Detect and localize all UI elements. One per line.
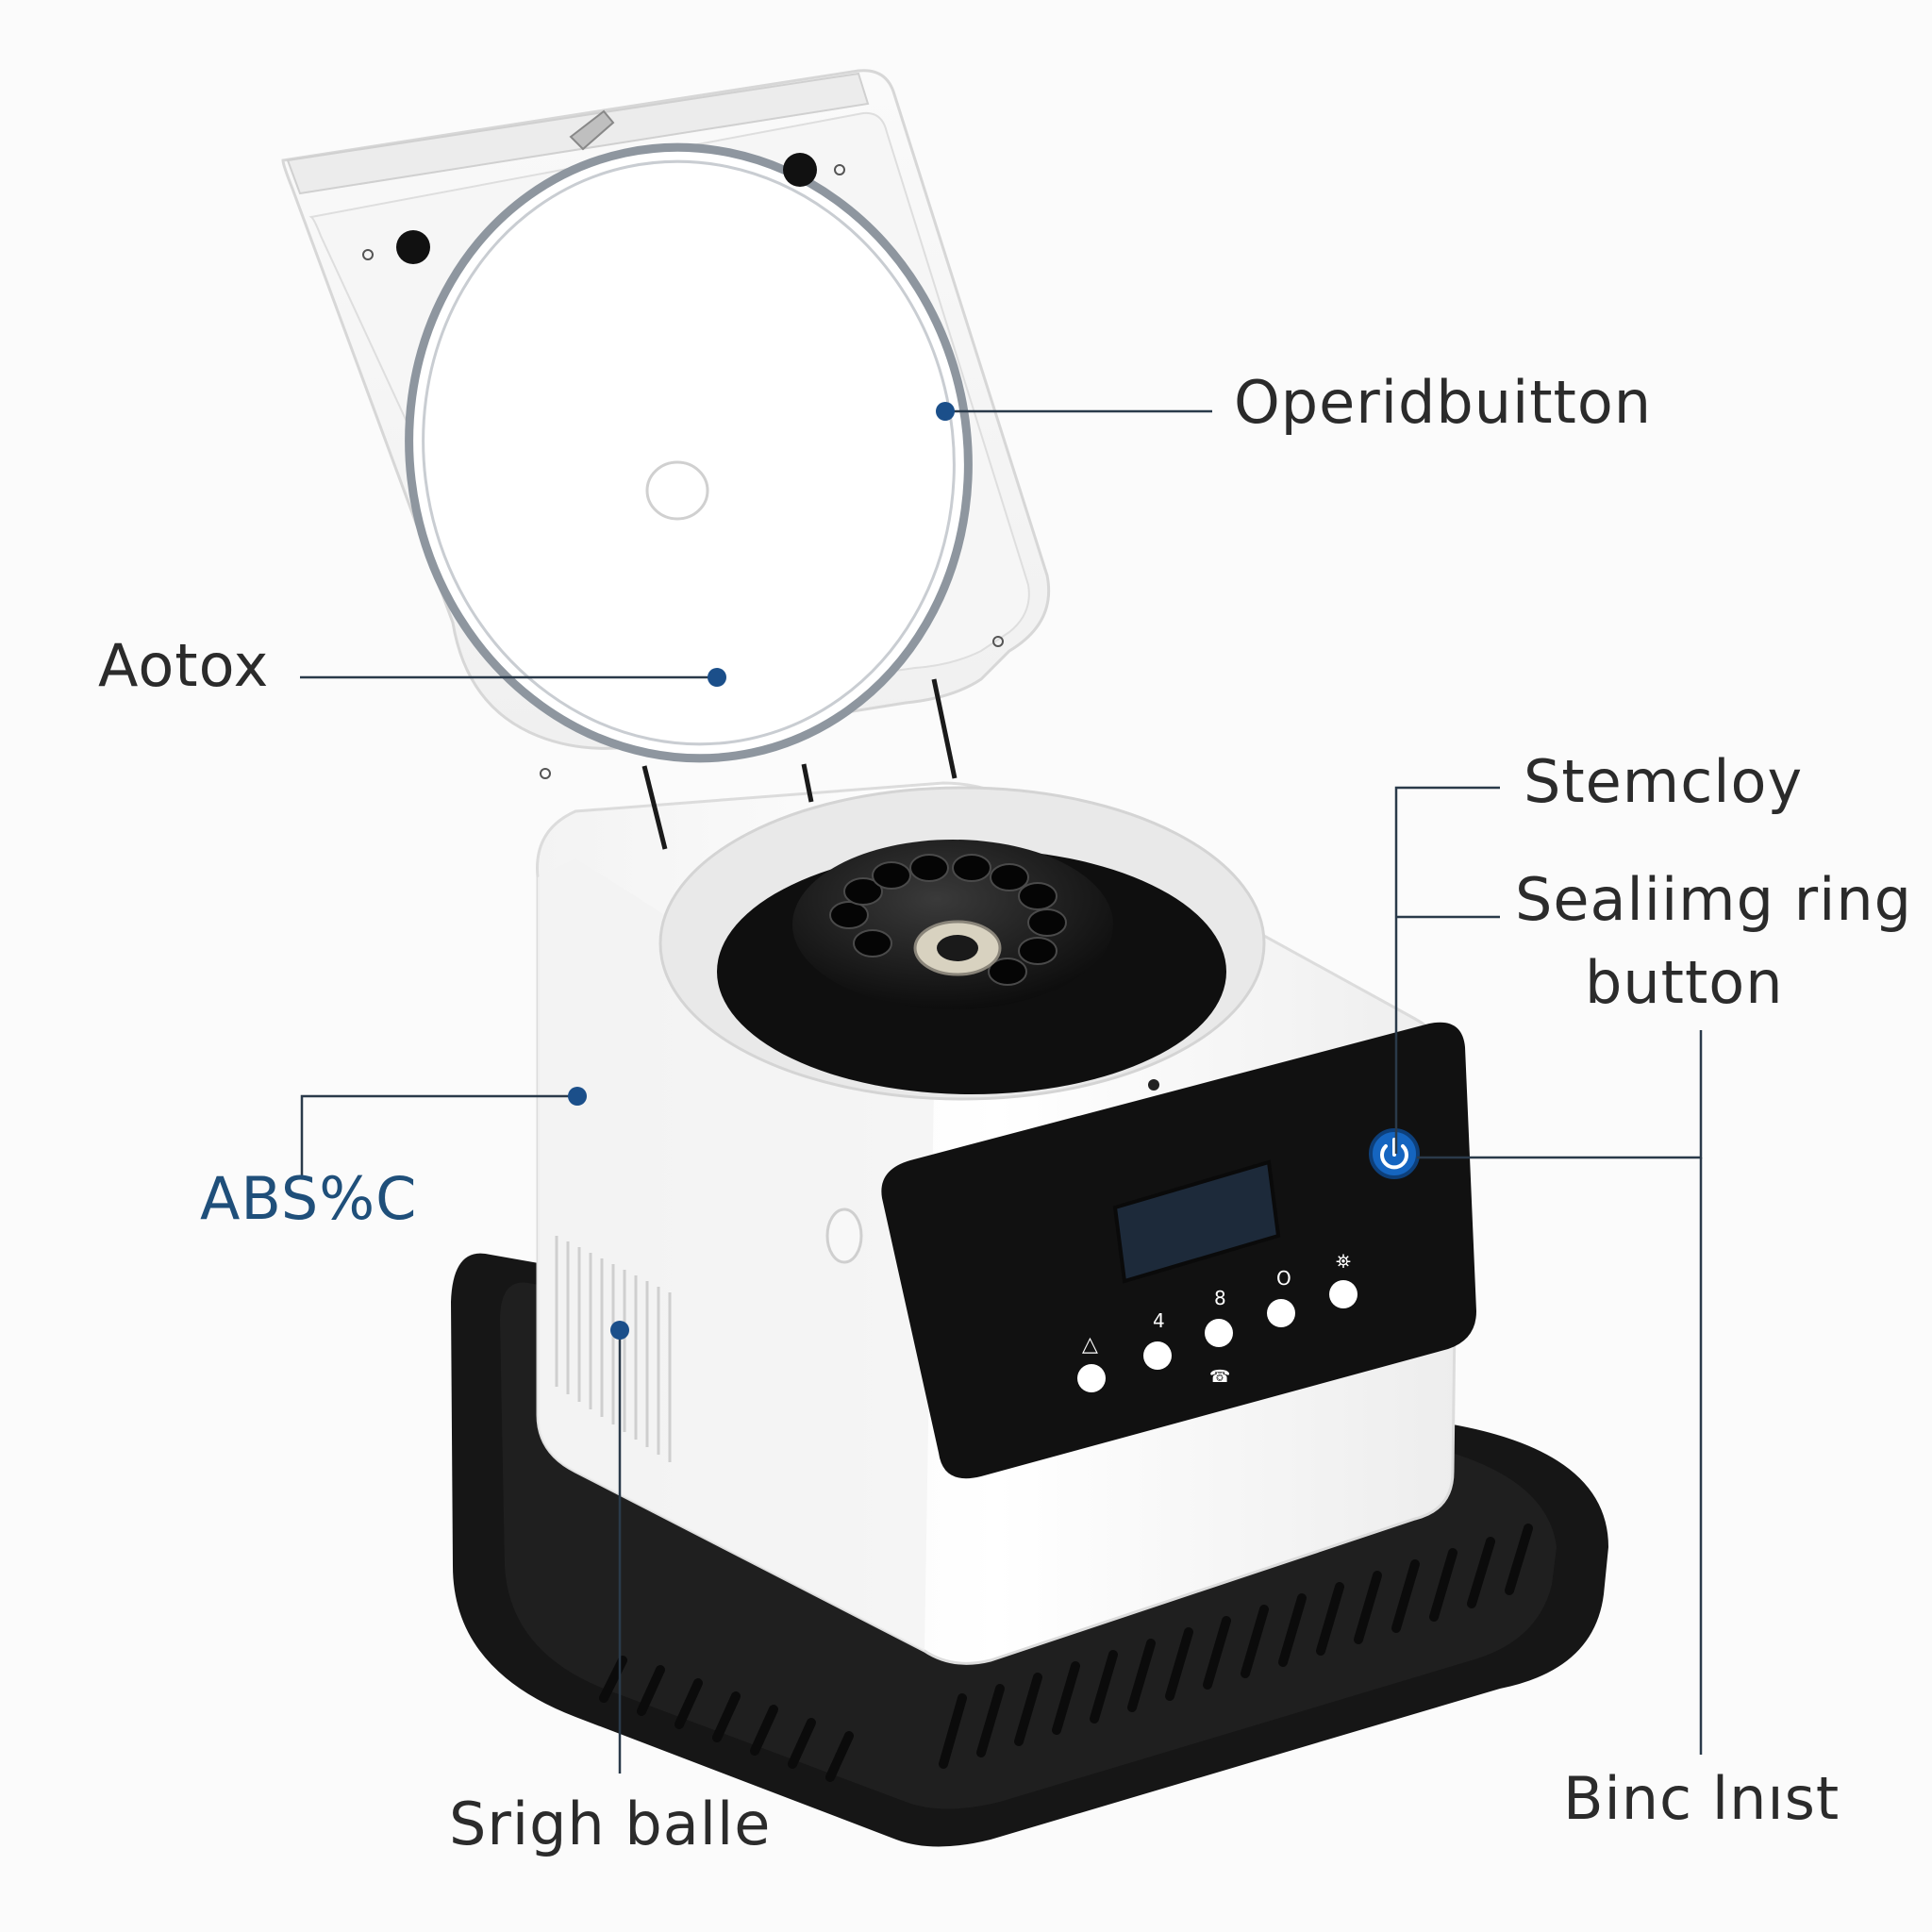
hinge-mid (801, 763, 814, 803)
panel-button-3[interactable] (1205, 1319, 1233, 1347)
side-knob (825, 1208, 863, 1264)
rotor-hub (937, 935, 978, 961)
label-open-button: Operidbuitton (1234, 368, 1653, 437)
lcd-display (1112, 1159, 1281, 1284)
panel-button-1[interactable] (1077, 1364, 1106, 1392)
label-bottom-right: Binc lnıst (1563, 1764, 1840, 1833)
label-bottom-left: Srigh balle (449, 1790, 772, 1858)
panel-symbol-upper-2: 8 (1214, 1287, 1226, 1309)
panel-button-4[interactable] (1267, 1299, 1295, 1327)
side-vents (555, 1236, 672, 1462)
callout-dot-lid (708, 668, 726, 687)
hinge-right (931, 678, 958, 779)
control-panel: 4 8 O ⛯ △ ☎ (881, 1022, 1476, 1479)
panel-button-2[interactable] (1143, 1341, 1172, 1370)
callout-dot-open-button (936, 402, 955, 421)
panel-symbol-upper-1: 4 (1153, 1309, 1165, 1332)
rotor-chamber (658, 786, 1266, 1101)
panel-caption: ☎ (1209, 1367, 1230, 1387)
callout-line-abs (300, 1094, 577, 1179)
callout-line-stem (1394, 786, 1500, 1154)
label-abs: ABS%C (200, 1164, 418, 1233)
panel-symbol-upper-3: O (1276, 1267, 1291, 1290)
callout-dot-bottom-left (610, 1321, 629, 1340)
base-mat-ridges (599, 1524, 1533, 1782)
panel-symbol-lower-1: △ (1082, 1333, 1098, 1357)
panel-symbol-upper-4: ⛯ (1336, 1250, 1351, 1273)
sealing-ring (405, 142, 973, 763)
callout-dot-abs (568, 1087, 587, 1106)
power-button[interactable] (1369, 1128, 1420, 1179)
lid-latch (569, 109, 615, 151)
label-sealing-ring-line1: Sealiimg ring (1515, 865, 1912, 934)
lid-center-cap (645, 460, 709, 521)
hinge-left (641, 765, 668, 850)
lid[interactable] (281, 69, 1051, 850)
rotor-tube-holes (829, 854, 1067, 986)
label-sealing-ring-line2: button (1585, 948, 1784, 1017)
label-stem: Stemcloy (1524, 747, 1804, 816)
label-lid: Aotox (98, 631, 270, 700)
power-icon (1380, 1138, 1408, 1170)
callout-dots (568, 402, 955, 1340)
callouts (300, 409, 1703, 1774)
panel-button-5[interactable] (1329, 1280, 1357, 1308)
